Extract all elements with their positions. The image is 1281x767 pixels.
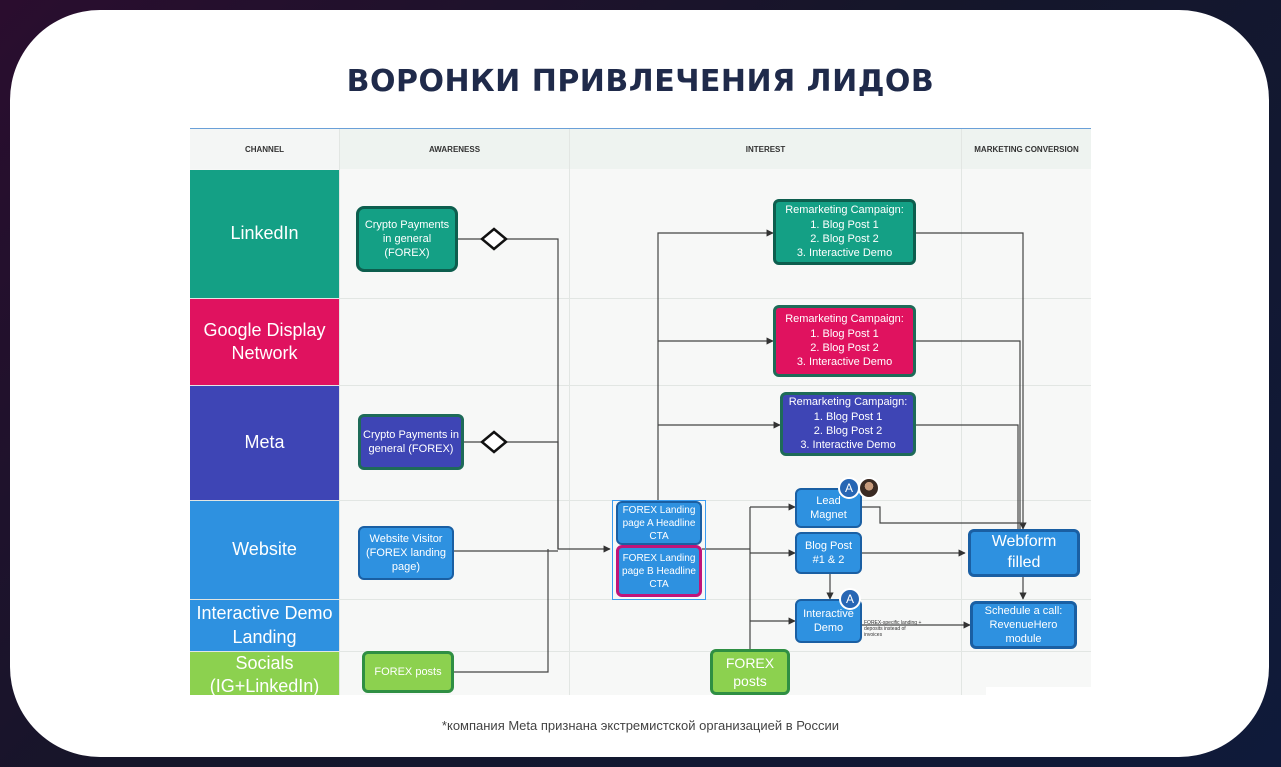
column-divider: [569, 129, 570, 695]
node-interactive-demo: Interactive Demo: [795, 599, 862, 643]
header-marketing-conversion: MARKETING CONVERSION: [962, 129, 1091, 169]
footnote: *компания Meta признана экстремистской о…: [441, 718, 840, 733]
node-schedule-call: Schedule a call: RevenueHero module: [970, 601, 1077, 649]
channel-linkedin: LinkedIn: [190, 170, 339, 298]
node-remarketing-google: Remarketing Campaign: 1. Blog Post 1 2. …: [773, 305, 916, 377]
lane-divider: [190, 651, 1091, 652]
channel-google-display-network: Google Display Network: [190, 299, 339, 385]
annotation-note: FOREX-specific landing + deposits instea…: [864, 620, 922, 638]
blank-patch: [986, 687, 1091, 695]
channel-website: Website: [190, 501, 339, 599]
collaborator-avatar: A: [839, 588, 861, 610]
header-interest: INTEREST: [570, 129, 962, 169]
user-photo-avatar: [858, 477, 880, 499]
node-forex-posts-large: FOREX posts: [710, 649, 790, 695]
column-divider: [961, 129, 962, 695]
node-website-visitor: Website Visitor (FOREX landing page): [358, 526, 454, 580]
lane-divider: [190, 298, 1091, 299]
funnel-diagram: CHANNEL AWARENESS INTEREST MARKETING CON…: [190, 128, 1091, 695]
node-forex-landing-a: FOREX Landing page A Headline CTA: [616, 501, 702, 545]
lane-divider: [190, 385, 1091, 386]
connector-lines: [454, 227, 1027, 673]
slide-title: ВОРОНКИ ПРИВЛЕЧЕНИЯ ЛИДОВ: [346, 64, 935, 99]
selection-box: [612, 500, 706, 600]
node-forex-posts: FOREX posts: [362, 651, 454, 693]
node-crypto-payments-meta: Crypto Payments in general (FOREX): [358, 414, 464, 470]
collaborator-avatar: A: [838, 477, 860, 499]
header-awareness: AWARENESS: [340, 129, 570, 169]
node-forex-landing-b: FOREX Landing page B Headline CTA: [616, 545, 702, 597]
node-webform-filled: Webform filled: [968, 529, 1080, 577]
channel-interactive-demo-landing: Interactive Demo Landing: [190, 600, 339, 651]
node-remarketing-meta: Remarketing Campaign: 1. Blog Post 1 2. …: [780, 392, 916, 456]
channel-socials: Socials (IG+LinkedIn): [190, 652, 339, 695]
column-divider: [339, 129, 340, 695]
channel-meta: Meta: [190, 386, 339, 500]
header-channel: CHANNEL: [190, 129, 340, 169]
node-remarketing-linkedin: Remarketing Campaign: 1. Blog Post 1 2. …: [773, 199, 916, 265]
node-blog-post: Blog Post #1 & 2: [795, 532, 862, 574]
node-crypto-payments-linkedin: Crypto Payments in general (FOREX): [356, 206, 458, 272]
